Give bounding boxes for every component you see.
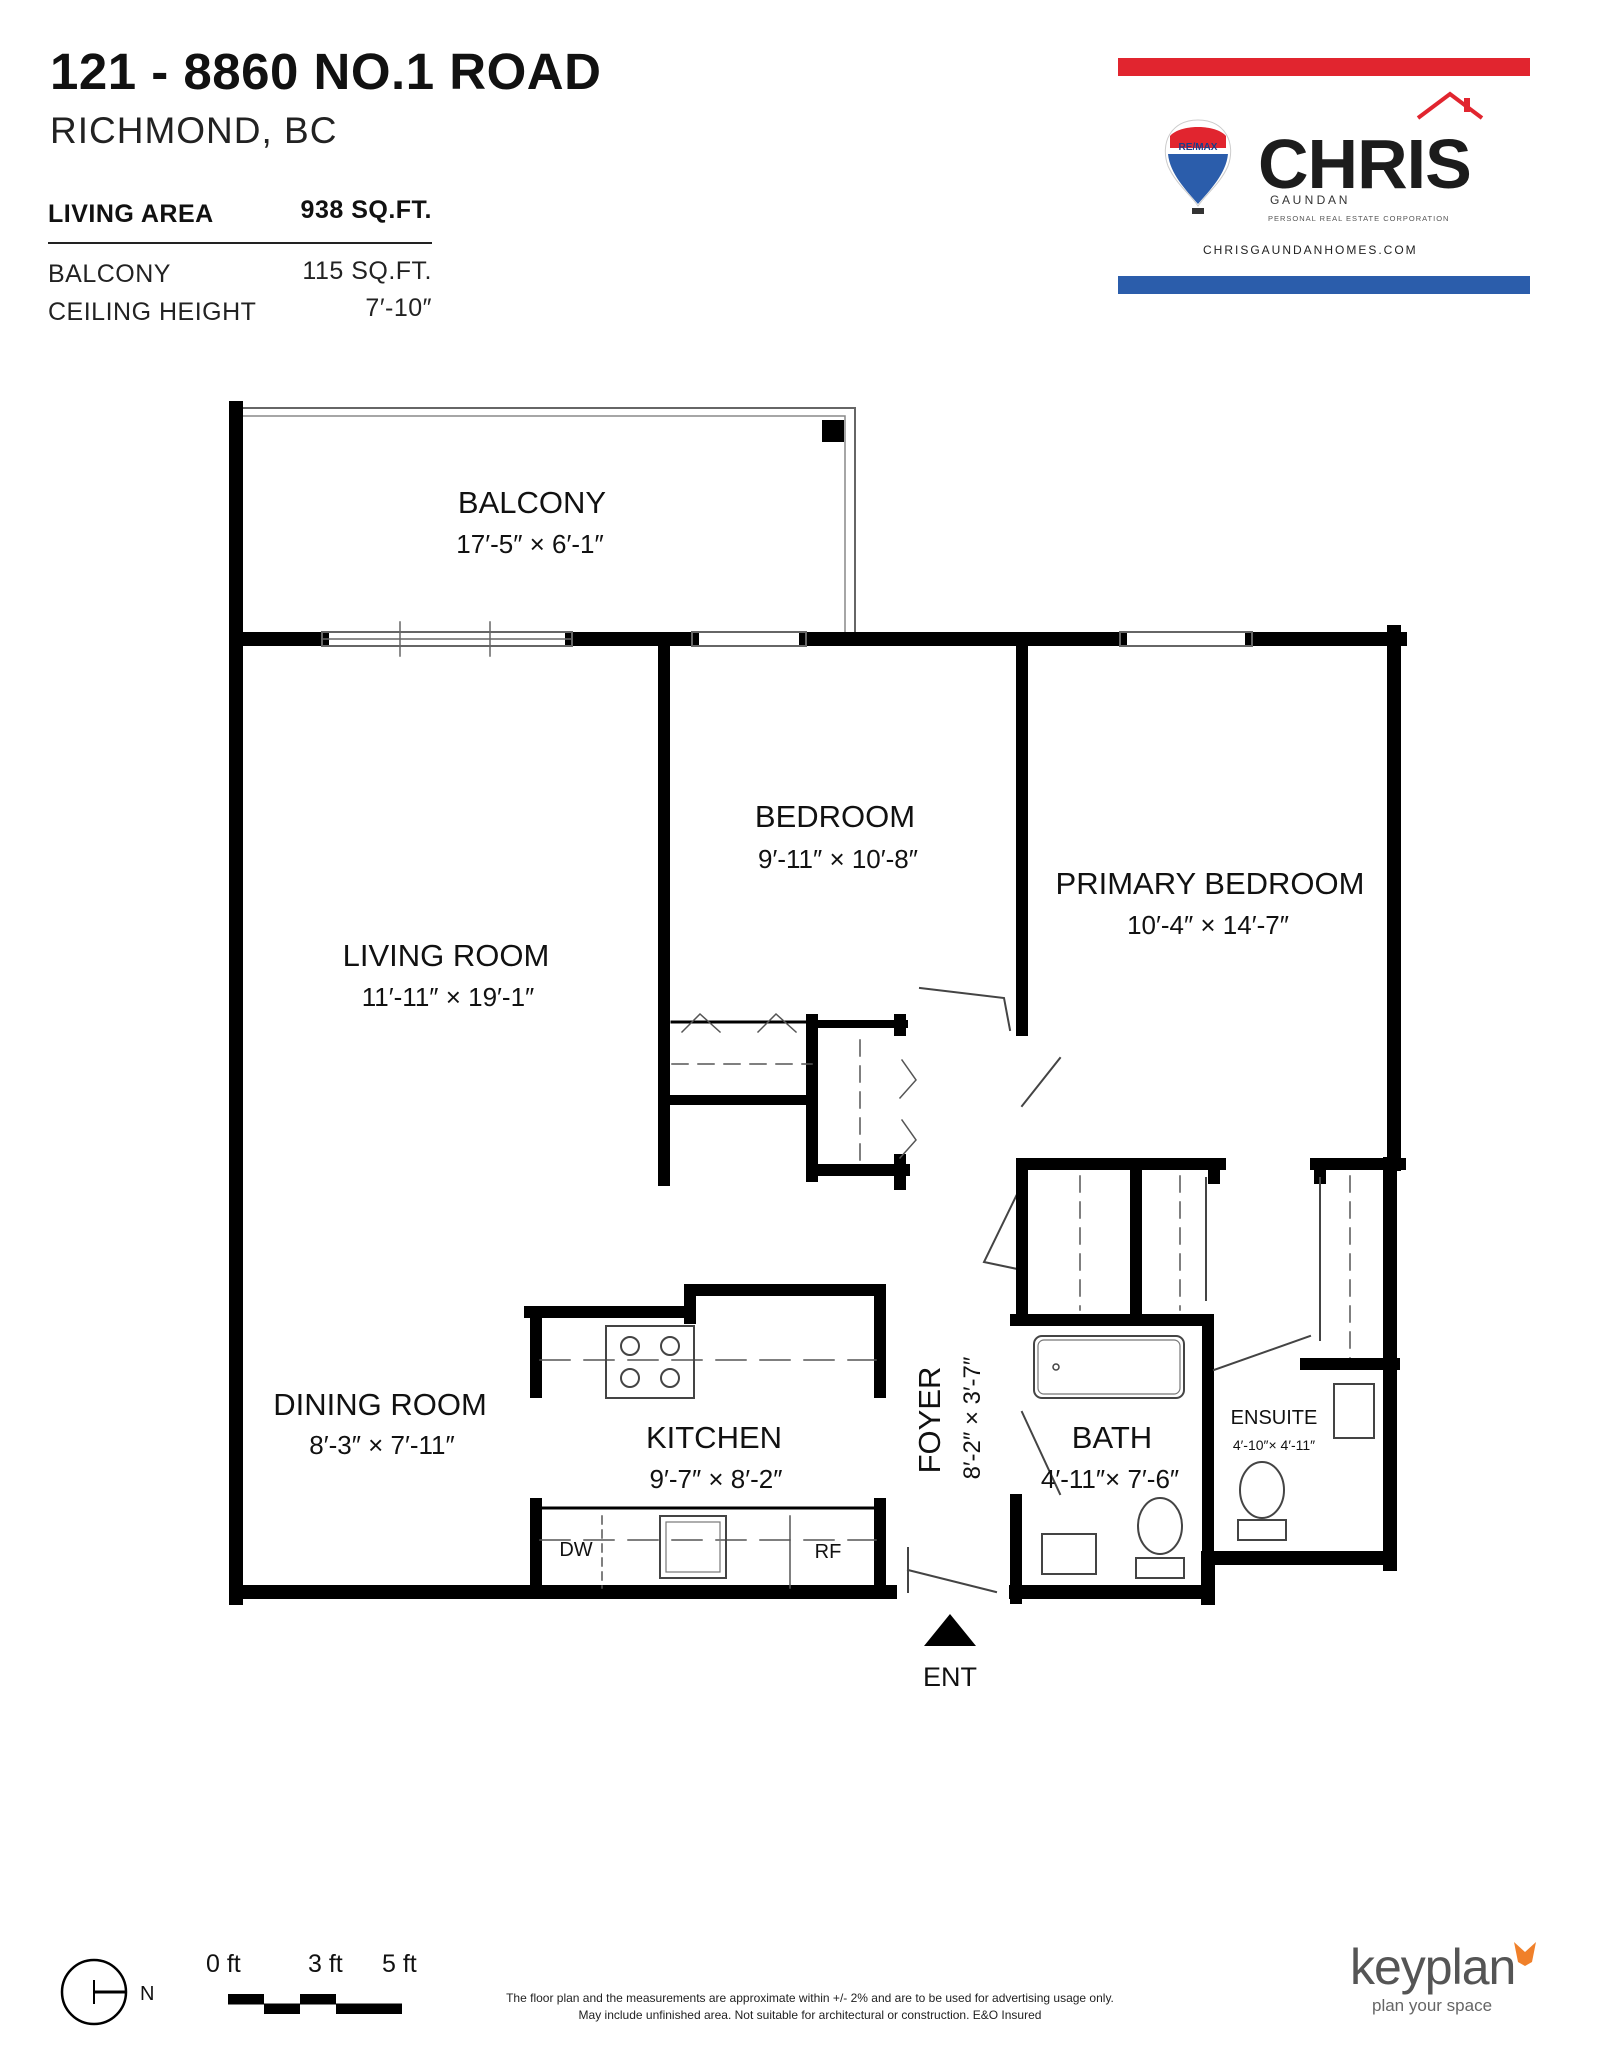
balcony-outline: [240, 407, 856, 633]
keyplan-word: keyplan: [1350, 1939, 1516, 1995]
primary-bedroom-dims: 10′-4″ × 14′-7″: [1127, 910, 1289, 940]
roof-icon: [1416, 91, 1484, 120]
keyplan-tagline: plan your space: [1372, 1996, 1493, 2015]
primary-bedroom-label: PRIMARY BEDROOM: [1056, 866, 1365, 901]
living-area-label: LIVING AREA: [48, 200, 214, 228]
scale-3ft: 3 ft: [308, 1950, 343, 1978]
dining-room-dims: 8′-3″ × 7′-11″: [309, 1430, 454, 1460]
brand-name: CHRIS: [1258, 125, 1471, 203]
balcony-area-value: 115 SQ.FT.: [302, 257, 432, 285]
balcony-area-label: BALCONY: [48, 260, 171, 288]
window: [1119, 631, 1253, 647]
stove: [605, 1325, 695, 1399]
ensuite-label: ENSUITE: [1231, 1407, 1318, 1429]
disclaimer-line1: The floor plan and the measurements are …: [506, 1991, 1114, 2005]
ensuite-dims: 4′-10″× 4′-11″: [1233, 1437, 1315, 1453]
compass-icon: N: [60, 1958, 154, 2026]
fox-icon: [1514, 1942, 1536, 1966]
ceiling-height-label: CEILING HEIGHT: [48, 298, 257, 326]
brand-logo: RE/MAX CHRIS G A U N D A N PERSONAL REAL…: [1118, 58, 1530, 298]
bedroom-label: BEDROOM: [755, 799, 915, 834]
foyer-dims: 8′-2″ × 3′-7″: [959, 1356, 986, 1479]
ensuite-sink: [1333, 1383, 1375, 1439]
dining-room-label: DINING ROOM: [273, 1387, 487, 1422]
bathtub: [1033, 1335, 1185, 1399]
keyplan-logo: keyplan plan your space: [1350, 1938, 1550, 2016]
balcony-label: BALCONY: [458, 485, 606, 520]
kitchen-sink: [659, 1515, 727, 1579]
living-room-dims: 11′-11″ × 19′-1″: [362, 982, 534, 1012]
scale-bar: 0 ft 3 ft 5 ft: [206, 1950, 417, 2014]
bath-sink: [1041, 1533, 1097, 1575]
ceiling-height-value: 7′-10″: [365, 294, 432, 322]
remax-text: RE/MAX: [1179, 142, 1218, 153]
brand-tagline: PERSONAL REAL ESTATE CORPORATION: [1268, 214, 1449, 223]
column: [822, 420, 844, 442]
scale-0ft: 0 ft: [206, 1950, 241, 1978]
balcony-dims: 17′-5″ × 6′-1″: [456, 529, 603, 559]
brand-surname: G A U N D A N: [1270, 193, 1347, 207]
kitchen-dims: 9′-7″ × 8′-2″: [650, 1464, 783, 1494]
bedroom-dims: 9′-11″ × 10′-8″: [758, 844, 918, 874]
scale-5ft: 5 ft: [382, 1950, 417, 1978]
compass-north: N: [140, 1983, 154, 2005]
brand-website: CHRISGAUNDANHOMES.COM: [1203, 243, 1418, 257]
disclaimer: The floor plan and the measurements are …: [420, 1990, 1200, 2024]
disclaimer-line2: May include unfinished area. Not suitabl…: [578, 2008, 1042, 2022]
bath-toilet: [1137, 1497, 1183, 1555]
kitchen-label: KITCHEN: [646, 1420, 782, 1455]
brand-red-stripe: [1118, 58, 1530, 76]
remax-balloon-icon: RE/MAX: [1164, 119, 1232, 214]
bath-label: BATH: [1072, 1420, 1152, 1455]
brand-blue-stripe: [1118, 276, 1530, 294]
entry-label: ENT: [923, 1662, 977, 1692]
address-title: 121 - 8860 NO.1 ROAD: [50, 43, 602, 100]
fridge-label: RF: [815, 1541, 842, 1563]
address-city: RICHMOND, BC: [50, 110, 338, 151]
bath-dims: 4′-11″× 7′-6″: [1041, 1464, 1179, 1494]
foyer-label: FOYER: [912, 1367, 947, 1474]
living-room-label: LIVING ROOM: [343, 938, 550, 973]
window: [691, 631, 807, 647]
stats-divider: [48, 242, 432, 244]
ensuite-toilet: [1239, 1461, 1285, 1519]
entry-arrow-icon: [924, 1614, 976, 1646]
dishwasher-label: DW: [559, 1539, 592, 1561]
living-area-value: 938 SQ.FT.: [300, 196, 432, 224]
